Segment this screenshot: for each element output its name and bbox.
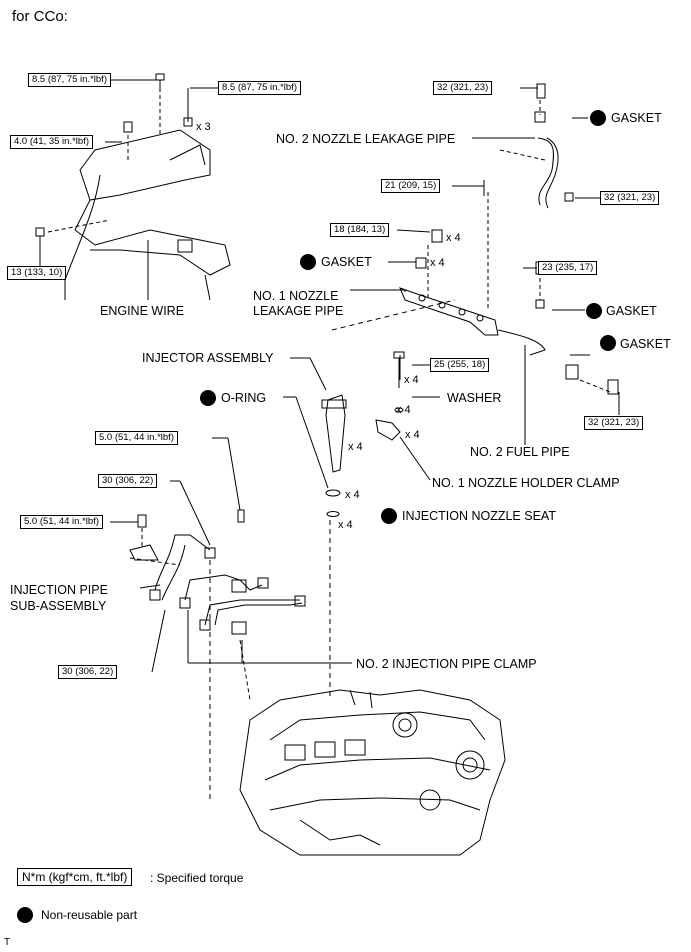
torque-spec-box: 5.0 (51, 44 in.*lbf) [95, 431, 178, 445]
quantity-label: x 4 [430, 257, 445, 269]
torque-spec-box: 18 (184, 13) [330, 223, 390, 237]
legend-non-reusable-text: Non-reusable part [41, 908, 138, 922]
torque-spec-box: 13 (133, 10) [7, 266, 67, 280]
part-label-engine-wire: ENGINE WIRE [100, 304, 185, 318]
torque-spec-box: 4.0 (41, 35 in.*lbf) [10, 135, 93, 149]
torque-spec-box: 23 (235, 17) [538, 261, 598, 275]
non-reusable-marker [600, 335, 616, 351]
part-label-no2-fuel-pipe: NO. 2 FUEL PIPE [470, 445, 570, 459]
part-label-gasket: GASKET [606, 304, 657, 318]
torque-spec-box: 8.5 (87, 75 in.*lbf) [218, 81, 301, 95]
quantity-label: x 4 [345, 489, 360, 501]
torque-spec-box: 8.5 (87, 75 in.*lbf) [28, 73, 111, 87]
part-label-gasket: GASKET [321, 255, 372, 269]
quantity-label: x 4 [404, 374, 419, 386]
part-label-no1-nozzle-holder-clamp: NO. 1 NOZZLE HOLDER CLAMP [432, 476, 620, 490]
quantity-label: x 4 [396, 404, 411, 416]
diagram-title: for CCo: [12, 8, 68, 25]
non-reusable-marker [381, 508, 397, 524]
quantity-label: x 3 [196, 121, 211, 133]
torque-spec-box: 30 (306, 22) [98, 474, 158, 488]
quantity-label: x 4 [338, 519, 353, 531]
non-reusable-marker [200, 390, 216, 406]
part-label-no1-nozzle-leakage-pipe: LEAKAGE PIPE [253, 304, 344, 318]
torque-spec-box: 21 (209, 15) [381, 179, 441, 193]
non-reusable-marker [586, 303, 602, 319]
part-label-no1-nozzle-leakage-pipe: NO. 1 NOZZLE [253, 289, 339, 303]
legend-torque-box: N*m (kgf*cm, ft.*lbf) [17, 868, 133, 886]
legend-non-reusable-marker [17, 907, 33, 923]
torque-spec-box: 32 (321, 23) [600, 191, 660, 205]
torque-spec-box: 32 (321, 23) [433, 81, 493, 95]
non-reusable-marker [590, 110, 606, 126]
legend-torque-text: : Specified torque [150, 871, 244, 885]
quantity-label: x 4 [405, 429, 420, 441]
part-label-no2-injection-pipe-clamp: NO. 2 INJECTION PIPE CLAMP [356, 657, 537, 671]
part-label-no2-nozzle-leakage-pipe: NO. 2 NOZZLE LEAKAGE PIPE [276, 132, 456, 146]
part-label-gasket: GASKET [611, 111, 662, 125]
torque-spec-box: 5.0 (51, 44 in.*lbf) [20, 515, 103, 529]
torque-spec-box: 25 (255, 18) [430, 358, 490, 372]
part-label-washer: WASHER [447, 391, 502, 405]
corner-mark: T [4, 937, 11, 948]
part-label-injection-nozzle-seat: INJECTION NOZZLE SEAT [402, 509, 556, 523]
quantity-label: x 4 [446, 232, 461, 244]
part-label-gasket: GASKET [620, 337, 671, 351]
part-label-injector-assembly: INJECTOR ASSEMBLY [142, 351, 274, 365]
part-label-injection-pipe: SUB-ASSEMBLY [10, 599, 107, 613]
torque-spec-box: 32 (321, 23) [584, 416, 644, 430]
part-label-o-ring: O-RING [221, 391, 267, 405]
non-reusable-marker [300, 254, 316, 270]
part-label-injection-pipe: INJECTION PIPE [10, 583, 108, 597]
quantity-label: x 4 [348, 441, 363, 453]
torque-spec-box: 30 (306, 22) [58, 665, 118, 679]
